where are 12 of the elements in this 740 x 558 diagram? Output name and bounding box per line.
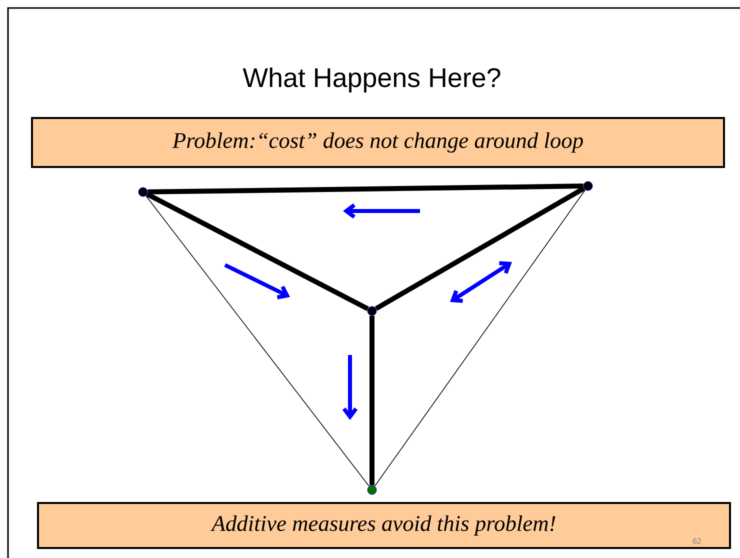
- slide-title: What Happens Here?: [242, 67, 500, 93]
- graph-edge: [148, 184, 584, 194]
- graph-edge: [374, 189, 586, 487]
- vertex-dot: [138, 187, 148, 197]
- vertex-dot: [583, 181, 593, 191]
- graph-edge: [146, 192, 369, 312]
- vertex-dot: [367, 485, 377, 495]
- graph-edge: [370, 316, 374, 486]
- vertex-dot: [367, 306, 377, 316]
- graph-edge: [374, 186, 586, 311]
- graph-edge: [146, 195, 370, 487]
- text-box: Problem:“cost” does not change around loop: [31, 117, 725, 168]
